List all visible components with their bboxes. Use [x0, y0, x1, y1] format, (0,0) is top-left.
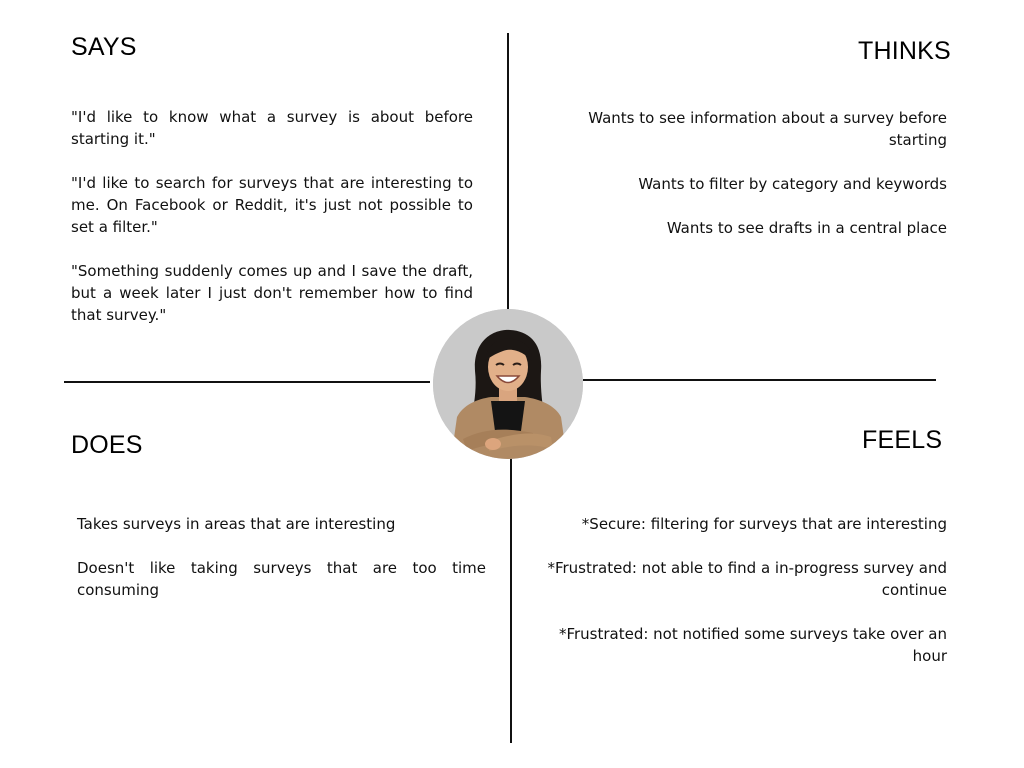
does-item: Doesn't like taking surveys that are too… — [77, 559, 486, 599]
persona-illustration — [433, 309, 583, 459]
feels-quadrant: *Secure: filtering for surveys that are … — [530, 513, 947, 689]
thinks-quadrant: Wants to see information about a survey … — [565, 107, 947, 261]
thinks-heading: THINKS — [858, 37, 951, 65]
feels-heading: FEELS — [862, 426, 943, 454]
horizontal-divider-left — [64, 381, 430, 383]
horizontal-divider-right — [583, 379, 936, 381]
feels-item: *Secure: filtering for surveys that are … — [581, 515, 947, 533]
says-quadrant: "I'd like to know what a survey is about… — [71, 106, 473, 348]
thinks-item: Wants to see drafts in a central place — [666, 219, 947, 237]
thinks-item: Wants to see information about a survey … — [588, 109, 947, 149]
says-quote: "Something suddenly comes up and I save … — [71, 262, 473, 324]
thinks-item: Wants to filter by category and keywords — [638, 175, 947, 193]
persona-photo — [433, 309, 583, 459]
vertical-divider-top — [507, 33, 509, 310]
does-item: Takes surveys in areas that are interest… — [77, 515, 396, 533]
does-heading: DOES — [71, 431, 143, 459]
says-quote: "I'd like to search for surveys that are… — [71, 174, 473, 236]
feels-item: *Frustrated: not able to find a in-progr… — [547, 559, 947, 599]
does-quadrant: Takes surveys in areas that are interest… — [77, 513, 486, 623]
vertical-divider-bottom — [510, 458, 512, 743]
feels-item: *Frustrated: not notified some surveys t… — [558, 625, 947, 665]
says-quote: "I'd like to know what a survey is about… — [71, 108, 473, 148]
says-heading: SAYS — [71, 33, 137, 61]
